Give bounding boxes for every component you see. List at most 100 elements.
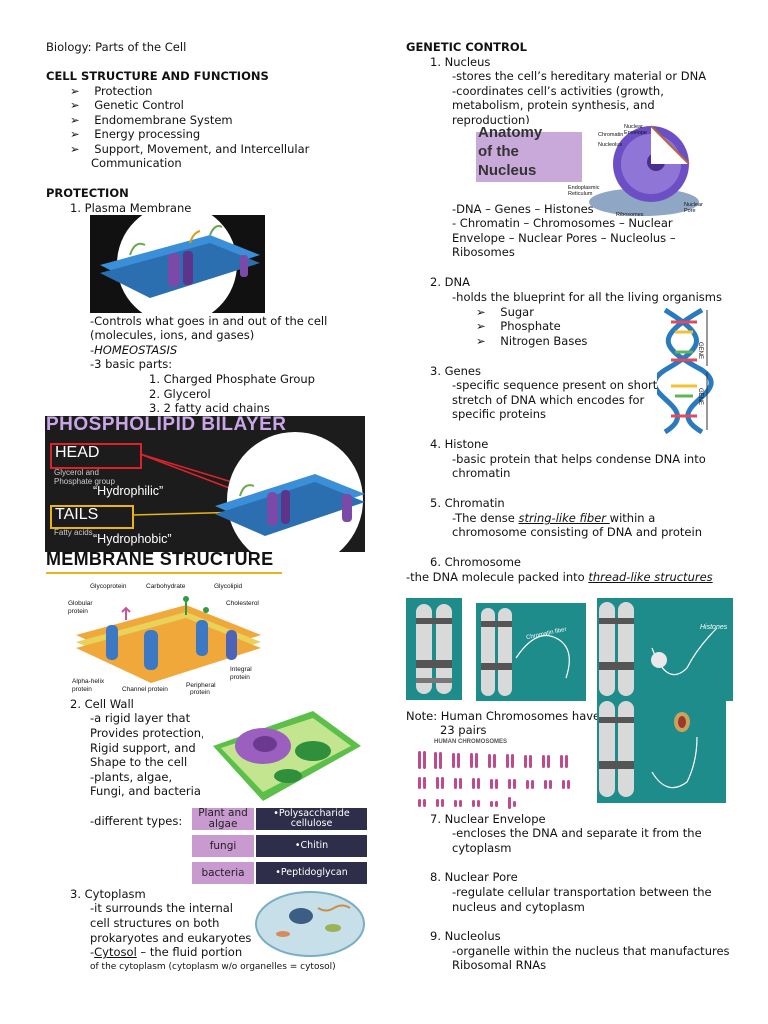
label-glycolipid: Glycolipid [214, 583, 243, 590]
note-line-2: 23 pairs [440, 723, 487, 737]
gene-label-2: GENE [697, 388, 703, 406]
dna-title: 2. DNA [430, 275, 470, 289]
n7-line-2: cytoplasm [452, 841, 512, 855]
n1-line-2: -coordinates cell’s activities (growth, [452, 84, 664, 98]
histones-label: Histones [700, 624, 728, 631]
histones-image: Histones [597, 598, 733, 701]
n9-line-1: -organelle within the nucleus that manuf… [452, 944, 730, 958]
pm-part-1: 1. Charged Phosphate Group [149, 372, 315, 386]
label-endoplasmic: Endoplasmic [568, 185, 600, 191]
wall-material: •Peptidoglycan [256, 862, 367, 884]
nuclear-envelope-title: 7. Nuclear Envelope [430, 812, 546, 826]
pm-description-1: -Controls what goes in and out of the ce… [90, 314, 328, 328]
dna-helix-image: GENE GENE [657, 306, 717, 434]
membrane-structure-diagram: Glycoprotein Carbohydrate Glycolipid Glo… [66, 580, 266, 695]
section-heading-protection: PROTECTION [46, 186, 129, 200]
genes-title: 3. Genes [430, 364, 481, 378]
chromosome-image-1 [406, 598, 462, 700]
n8-line-2: nucleus and cytoplasm [452, 900, 585, 914]
n4-line-1: -basic protein that helps condense DNA i… [452, 452, 706, 466]
n8-line-1: -regulate cellular transportation betwee… [452, 885, 712, 899]
pm-homeostasis: -HOMEOSTASIS [90, 343, 178, 357]
n5-line-1: -The dense string-like fiber within a [452, 511, 656, 525]
nucleus-anatomy-figure: Anatomy of the Nucleus Nuclear Envelope … [476, 124, 711, 218]
n6-line-1: -the DNA molecule packed into thread-lik… [406, 570, 713, 584]
list-item-continuation: Communication [91, 156, 182, 170]
plasma-membrane-image [90, 215, 265, 313]
membrane-structure-title: MEMBRANE STRUCTURE [46, 549, 274, 569]
chromatin-title: 5. Chromatin [430, 496, 505, 510]
list-item: ➢ Nitrogen Bases [476, 334, 588, 348]
n9-line-2: Ribosomal RNAs [452, 958, 547, 972]
list-item: ➢ Energy processing [70, 127, 201, 141]
nucleus-figure-title-1: Anatomy [478, 124, 543, 141]
pm-parts-label: -3 basic parts: [90, 357, 173, 371]
tails-sub: Fatty acids [54, 528, 93, 537]
section-heading-cell-structure: CELL STRUCTURE AND FUNCTIONS [46, 69, 269, 83]
cell-wall-title: 2. Cell Wall [70, 697, 134, 711]
n1-line-4: reproduction) [452, 113, 530, 127]
string-like-fiber-term: string-like fiber [518, 511, 610, 525]
hydrophilic-label: “Hydrophilic” [93, 484, 164, 498]
label-cholesterol: Cholesterol [226, 600, 259, 607]
n1-line-3: metabolism, protein synthesis, and [452, 98, 655, 112]
tails-label: TAILS [55, 506, 99, 523]
wall-organism: Plant and algae [192, 808, 254, 830]
label-globular: Globular [68, 600, 93, 607]
nucleus-figure-title-2: of the [478, 143, 519, 160]
bilayer-title: PHOSPHOLIPID BILAYER [46, 416, 287, 435]
section-heading-genetic-control: GENETIC CONTROL [406, 40, 527, 54]
label-chromatin: Chromatin [598, 132, 624, 138]
phospholipid-bilayer-figure: PHOSPHOLIPID BILAYER HEAD Glycerol and P… [45, 416, 365, 552]
cy-line-3: prokaryotes and eukaryotes [90, 931, 252, 945]
label-integral: Integral [230, 666, 252, 673]
nucleus-figure-title-3: Nucleus [478, 162, 537, 179]
cy-line-2: cell structures on both [90, 916, 220, 930]
cw-line-6: Fungi, and bacteria [90, 784, 201, 798]
head-sub-2: Phosphate group [54, 477, 115, 486]
hydrophobic-label: “Hydrophobic” [93, 532, 172, 546]
n1-line-1: -stores the cell’s hereditary material o… [452, 69, 707, 83]
label-peripheral-protein: protein [190, 689, 210, 695]
n3-line-1: -specific sequence present on short [452, 378, 658, 392]
gene-label: GENE [697, 342, 703, 360]
cytoplasm-image [253, 888, 368, 958]
cw-types-label: -different types: [90, 814, 183, 828]
head-sub-1: Glycerol and [54, 468, 99, 477]
pm-part-2: 2. Glycerol [149, 387, 211, 401]
label-nucleolus: Nucleolus [598, 142, 623, 148]
list-item: ➢ Phosphate [476, 319, 561, 333]
nuclear-pore-title: 8. Nuclear Pore [430, 870, 518, 884]
human-chromosomes-karyotype: HUMAN CHROMOSOMES [412, 737, 592, 815]
label-alpha-helix-protein: protein [72, 686, 92, 693]
head-box [50, 443, 142, 469]
head-label: HEAD [55, 444, 100, 461]
n2-line-1: -holds the blueprint for all the living … [452, 290, 722, 304]
title-underline [46, 572, 282, 574]
table-row: fungi •Chitin [192, 835, 367, 857]
cytosol-term: Cytosol [94, 945, 137, 959]
note-line-1: Note: Human Chromosomes have [406, 709, 601, 723]
label-nuclear-2: Nuclear [684, 202, 703, 208]
wall-material: •Chitin [256, 835, 367, 857]
cy-line-4: -Cytosol – the fluid portion [90, 945, 243, 959]
cw-line-1: -a rigid layer that [90, 711, 191, 725]
list-item: ➢ Support, Movement, and Intercellular [70, 142, 310, 156]
label-ribosomes: Ribosomes [616, 212, 644, 218]
chromosome-title: 6. Chromosome [430, 555, 522, 569]
n4-line-2: chromatin [452, 466, 511, 480]
n7-line-1: -encloses the DNA and separate it from t… [452, 826, 702, 840]
label-peripheral: Peripheral [186, 682, 216, 689]
table-row: Plant and algae •Polysaccharide cellulos… [192, 808, 367, 830]
cytoplasm-title: 3. Cytoplasm [70, 887, 146, 901]
label-integral-protein: protein [230, 674, 250, 681]
n3-line-2: stretch of DNA which encodes for [452, 393, 645, 407]
list-item: ➢ Sugar [476, 305, 534, 319]
plasma-membrane-title: 1. Plasma Membrane [70, 201, 192, 215]
pm-part-3: 3. 2 fatty acid chains [149, 401, 270, 415]
label-pore: Pore [684, 208, 696, 214]
nucleus-title: 1. Nucleus [430, 55, 491, 69]
wall-material: •Polysaccharide cellulose [256, 808, 367, 830]
cy-line-5: of the cytoplasm (cytoplasm w/o organell… [90, 962, 336, 972]
label-alpha-helix: Alpha-helix [72, 678, 105, 685]
